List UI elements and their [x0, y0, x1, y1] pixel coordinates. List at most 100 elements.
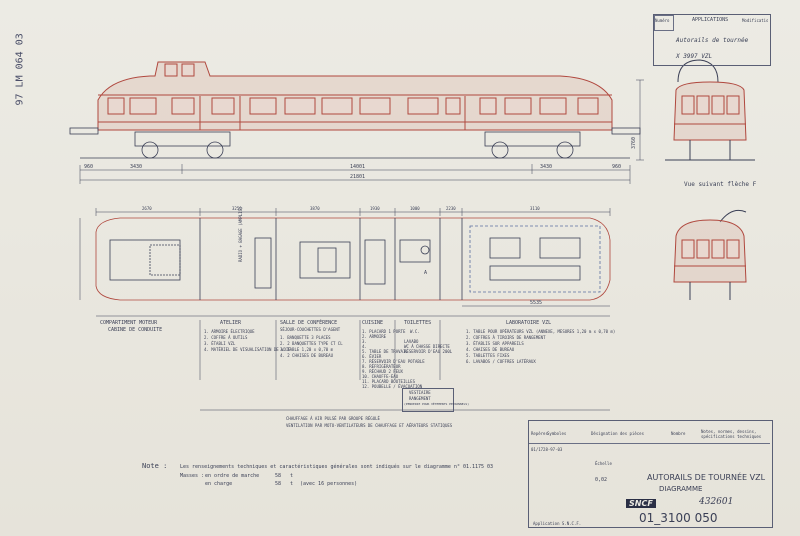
- compartment-title: CUISINE: [362, 320, 384, 326]
- note-load-unit: t: [290, 481, 294, 487]
- tb-col-designation: Désignation des pièces: [591, 431, 644, 436]
- compartment-conference: SALLE DE CONFÉRENCE SÉJOUR-COUCHETTES D'…: [280, 320, 360, 358]
- tb-col-notes: Notes, normes, dessins, spécifications t…: [701, 429, 762, 439]
- compartment-item: 3. ÉTABLIS SUR APPAREILS: [466, 341, 524, 346]
- compartment-item: 12. POUBELLE / ÉVACUATION: [362, 384, 423, 389]
- plan-arrow-a: A: [424, 270, 428, 276]
- end-view-top: [665, 59, 755, 161]
- compartment-item: RÉSERVOIR D'EAU 200L: [404, 349, 453, 354]
- compartment-item: 6. LAVABOS / COFFRES LATÉRAUX: [466, 359, 536, 364]
- applications-col-modifications: Modifications: [742, 18, 768, 23]
- note-load-value: 58: [275, 481, 282, 487]
- compartment-toilettes: TOILETTES W.C. LAVABO WC À CHASSE DIRECT…: [404, 320, 453, 354]
- compartment-item: 5. TABLE DE TRAVAIL: [362, 349, 408, 354]
- tb-col-symboles: Symboles: [547, 431, 567, 436]
- compartment-title: TOILETTES: [404, 320, 432, 326]
- applications-title-line1: Autorails de tournée: [676, 37, 749, 44]
- compartment-item: LAVABO: [404, 339, 419, 344]
- plan-dim-7: 3110: [530, 206, 540, 211]
- plan-dim-1: 2670: [142, 206, 152, 211]
- applications-title-line2: X 3997 VZL: [676, 53, 713, 60]
- compartment-item: 6. ÉVIER: [362, 354, 382, 359]
- tb-echelle: Échelle: [595, 461, 612, 466]
- plan-view: [95, 217, 611, 301]
- compartment-item: 4. CHAISES DE BUREAU: [466, 347, 515, 352]
- compartment-subtitle: CABINE DE CONDUITE: [108, 327, 163, 333]
- note-empty-value: 58: [275, 473, 282, 479]
- compartment-item: 10. CHAUFFE-EAU: [362, 374, 399, 379]
- dim-overhang-left: 3430: [130, 164, 143, 170]
- tb-echelle-value: 0,02: [595, 477, 608, 483]
- note-load-label: en charge: [205, 481, 233, 487]
- compartment-item: 3.: [362, 339, 367, 344]
- tb-code-handwritten: 432601: [699, 497, 734, 507]
- compartment-item: 2. COFFRE À OUTILS: [204, 335, 248, 340]
- tb-col-nombre: Nombre: [671, 431, 686, 436]
- plan-dim-5: 1000: [410, 206, 420, 211]
- side-elevation: [97, 61, 613, 131]
- compartment-item: 3. ÉTABLI VZL: [204, 341, 236, 346]
- compartment-item: 4. 2 CHAISES DE BUREAU: [280, 353, 333, 358]
- compartment-atelier: ATELIER 1. ARMOIRE ÉLECTRIQUE 2. COFFRE …: [204, 320, 291, 352]
- compartment-item: 4.: [362, 344, 367, 349]
- compartment-item: 1. ARMOIRE ÉLECTRIQUE: [204, 329, 255, 334]
- compartment-item: 2. ARMOIRE: [362, 334, 387, 339]
- compartment-item: 1. TABLE POUR OPÉRATEURS VZL (ANNEXE, ME…: [466, 329, 616, 334]
- note-ventilation: VENTILATION PAR MOTO-VENTILATEURS DE CHA…: [286, 423, 453, 428]
- compartment-item: 2. 2 BANQUETTES TYPE CT CL: [280, 341, 343, 346]
- compartment-title: SALLE DE CONFÉRENCE: [280, 320, 338, 326]
- compartment-laboratoire: LABORATOIRE VZL 1. TABLE POUR OPÉRATEURS…: [466, 320, 616, 364]
- plan-total: 5535: [530, 300, 543, 306]
- compartment-cuisine: CUISINE 1. PLACARD 1 PORTE 2. ARMOIRE 3.…: [362, 320, 425, 389]
- title-block: Repères Symboles Désignation des pièces …: [528, 420, 773, 528]
- dim-end-right: 960: [612, 164, 622, 170]
- compartment-title: ATELIER: [220, 320, 242, 326]
- plan-atelier-box-label: RADIO + BAGAGE (AMPLIS): [238, 206, 243, 262]
- dim-overhang-right: 3430: [540, 164, 553, 170]
- compartment-item: 1. PLACARD 1 PORTE: [362, 329, 406, 334]
- plan-dim-4: 1930: [370, 206, 380, 211]
- note-line1: Les renseignements techniques et caracté…: [180, 464, 494, 470]
- vestiaire-box: VESTIAIRE RANGEMENT (PENDERIE POUR VÊTEM…: [402, 388, 469, 412]
- applications-heading: APPLICATIONS: [692, 17, 729, 23]
- note-empty-unit: t: [290, 473, 294, 479]
- compartment-title: LABORATOIRE VZL: [506, 320, 552, 326]
- dim-wheelbase: 14001: [350, 164, 366, 170]
- dim-height: 3760: [631, 136, 638, 150]
- note-label: Note :: [142, 462, 168, 470]
- compartment-item: 7. RÉSERVOIR D'EAU POTABLE: [362, 359, 425, 364]
- tb-app-label: Application S.N.C.F.: [533, 521, 582, 526]
- note-chauffage: CHAUFFAGE À AIR PULSÉ PAR GROUPE RÉGULÉ: [286, 416, 380, 421]
- vestiaire-title2: RANGEMENT: [409, 396, 431, 401]
- tb-ref-row: 01/1728-97-03: [531, 447, 563, 452]
- note-load-note: (avec 16 personnes): [300, 481, 358, 487]
- tb-title2: DIAGRAMME: [659, 485, 703, 493]
- vestiaire-title: VESTIAIRE: [409, 390, 431, 395]
- compartment-subtitle: SÉJOUR-COUCHETTES D'AGENT: [280, 327, 341, 332]
- bogies: [69, 127, 641, 159]
- tb-drawing-number: 01_3100 050: [639, 511, 718, 525]
- compartment-item: 4. MATÉRIEL DE VISUALISATION DE VOIE: [204, 347, 291, 352]
- view-label: Vue suivant flèche F: [684, 181, 757, 188]
- plan-dim-3: 3870: [310, 206, 320, 211]
- compartment-item: 3. TABLE 1,20 x 0,70 m: [280, 347, 333, 352]
- compartment-item: 9. RÉCHAUD 2 FEUX: [362, 369, 403, 374]
- compartment-item: WC À CHASSE DIRECTE: [404, 344, 450, 349]
- tb-col-reperes: Repères: [531, 431, 548, 436]
- tb-title1: AUTORAILS DE TOURNÉE VZL: [647, 473, 766, 482]
- plan-dim-6: 2230: [446, 206, 456, 211]
- note-empty-label: en ordre de marche: [205, 473, 260, 479]
- compartment-item: 8. RÉFRIGÉRATEUR: [362, 364, 401, 369]
- compartment-title: COMPARTIMENT MOTEUR: [100, 320, 158, 326]
- compartment-item: 11. PLACARD BOUTEILLES: [362, 379, 415, 384]
- sncf-logo: SNCF: [626, 499, 656, 508]
- compartment-item: 1. BANQUETTE 3 PLACES: [280, 335, 331, 340]
- compartment-item: W.C.: [410, 329, 420, 334]
- applications-col-numero: Numéro d'ordre: [655, 18, 671, 23]
- dim-end-left: 960: [84, 164, 94, 170]
- compartment-item: 2. COFFRES À TIROIRS DE RANGEMENT: [466, 335, 546, 340]
- plan-dim-2: 3250: [232, 206, 242, 211]
- end-view-bottom: [673, 209, 747, 300]
